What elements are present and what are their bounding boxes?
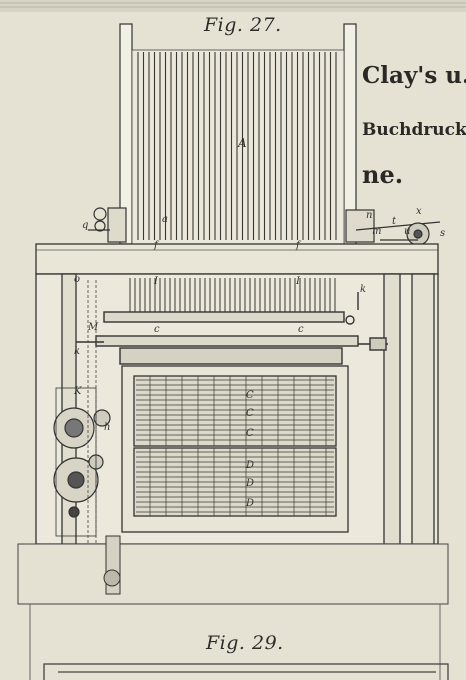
letter-f-left: f bbox=[154, 240, 158, 251]
letter-K: K bbox=[74, 386, 82, 397]
vertical-rollers bbox=[137, 52, 337, 240]
letter-I-left: I bbox=[154, 276, 158, 287]
letter-o: o bbox=[74, 274, 81, 285]
heading-line-2: Buchdrucke bbox=[362, 120, 466, 140]
figure-label-29: Fig. 29. bbox=[206, 632, 284, 654]
middle-rollers bbox=[129, 278, 336, 312]
letter-x: x bbox=[416, 206, 422, 217]
letter-A: A bbox=[238, 136, 247, 150]
letter-c-left: c bbox=[154, 324, 160, 335]
letter-k-left: k bbox=[74, 346, 81, 357]
left-gears bbox=[53, 387, 111, 537]
letter-h: h bbox=[104, 422, 111, 433]
letter-C-1: C bbox=[246, 390, 254, 401]
letter-k-right: k bbox=[360, 284, 367, 295]
letter-D-3: D bbox=[246, 498, 255, 509]
fig29-frame bbox=[43, 663, 449, 680]
letter-n: n bbox=[366, 210, 373, 221]
left-bracket bbox=[88, 207, 127, 243]
heading-line-3: ne. bbox=[362, 160, 404, 189]
letter-t: t bbox=[392, 216, 397, 227]
heading-line-1: Clay's u. R bbox=[362, 62, 466, 89]
letter-C-2: C bbox=[246, 408, 254, 419]
letter-C-3: C bbox=[246, 428, 254, 439]
letter-u: u bbox=[404, 226, 411, 237]
letter-q: q bbox=[82, 220, 89, 231]
type-case-grid bbox=[136, 376, 334, 516]
letter-f-right: f bbox=[296, 240, 300, 251]
top-border-hatching bbox=[0, 0, 466, 12]
letter-s: s bbox=[440, 228, 446, 239]
letter-I-right: I bbox=[296, 276, 300, 287]
base bbox=[17, 535, 449, 680]
letter-D-1: D bbox=[246, 460, 255, 471]
letter-c-right: c bbox=[298, 324, 304, 335]
letter-m: m bbox=[372, 226, 382, 237]
right-mechanism bbox=[345, 209, 441, 246]
figure-label-27: Fig. 27. bbox=[204, 14, 282, 36]
fig27-upper-frame bbox=[119, 23, 357, 245]
letter-D-2: D bbox=[246, 478, 255, 489]
letter-M: M bbox=[88, 322, 99, 333]
crossbeam bbox=[35, 243, 439, 275]
letter-a: a bbox=[162, 214, 168, 225]
